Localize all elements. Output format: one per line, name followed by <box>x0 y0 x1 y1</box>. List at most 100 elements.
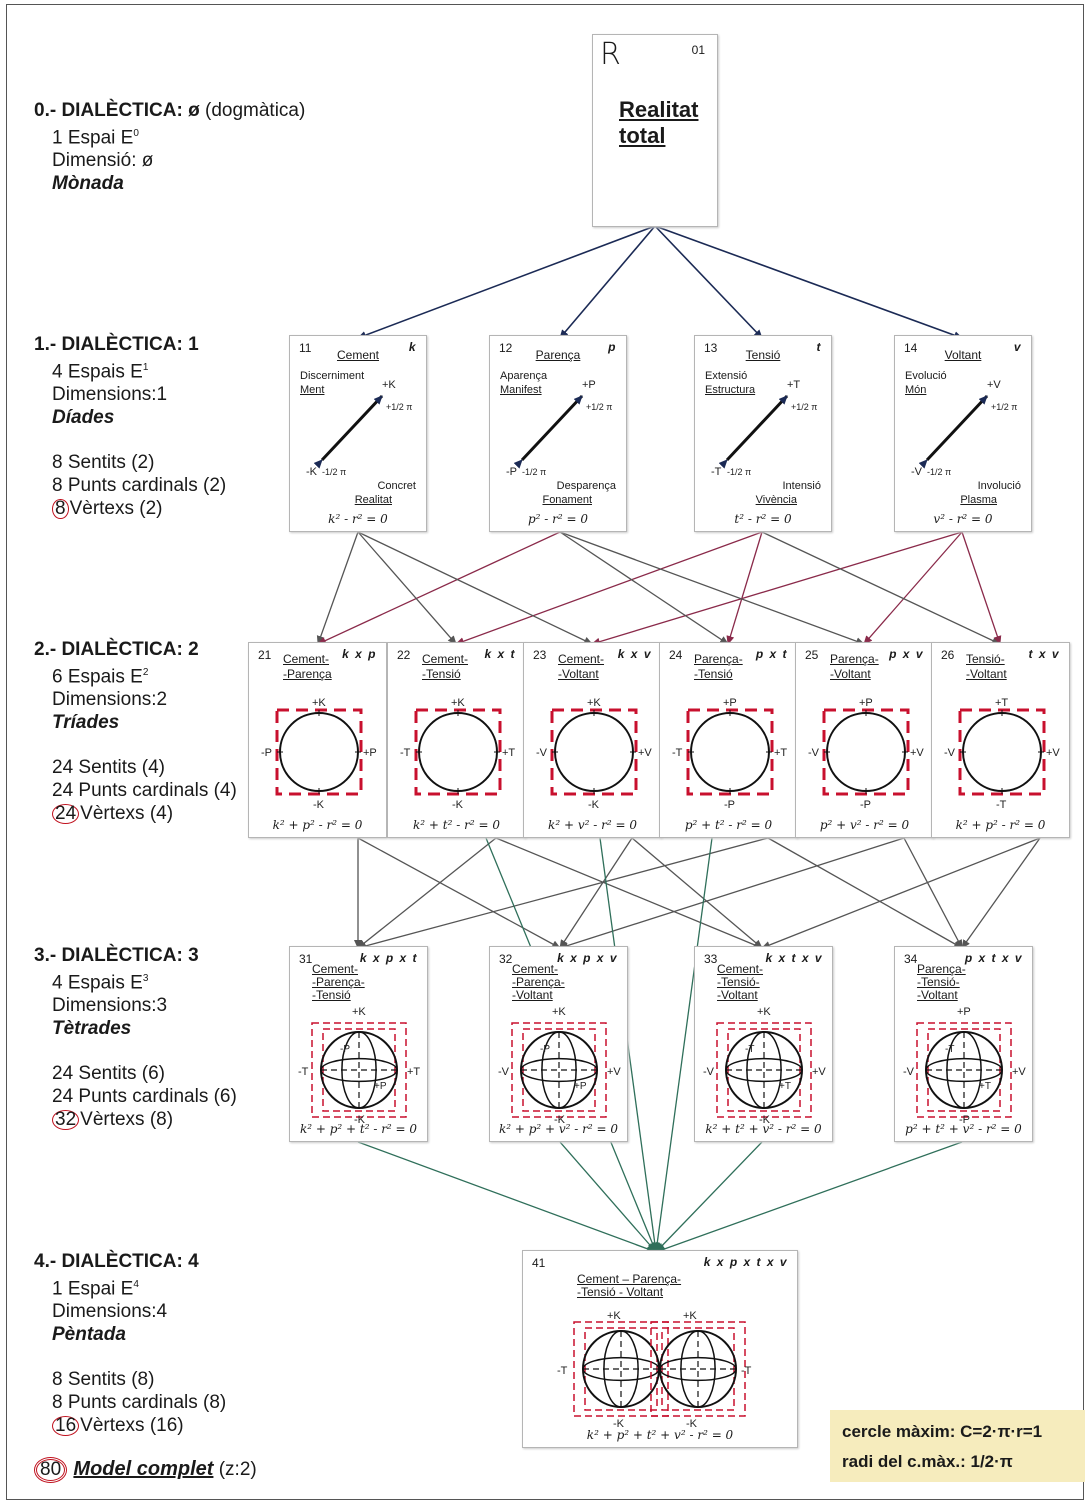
root-card: R 01 Realitat total <box>592 34 718 227</box>
card-title-3: -Voltant <box>717 988 758 1002</box>
vertex-count-circle: 16 <box>52 1416 80 1437</box>
card-tag: k x v <box>617 647 652 661</box>
level-2-text: 2.- DIALÈCTICA: 2 6 Espais E2 Dimensions… <box>34 638 237 825</box>
card-top-label-1: Evolució <box>905 370 947 382</box>
card-equation: k² + t² - r² = 0 <box>413 818 500 832</box>
card-number: 14 <box>904 341 918 355</box>
legend-line1: cercle màxim: C=2·π·r=1 <box>842 1422 1043 1441</box>
card-title-2: -Parença <box>283 667 332 681</box>
level-spaces-exponent: 4 <box>133 1279 139 1290</box>
card-title-1: Tensió- <box>966 652 1005 666</box>
triad-right-label: +T <box>502 747 515 759</box>
card-title-1: Cement – Parença- <box>577 1272 682 1286</box>
triad-left-label: -V <box>808 747 820 759</box>
card-equation: k² - r² = 0 <box>328 512 388 526</box>
tetrad-top-label: +K <box>757 1006 771 1018</box>
level-4-text: 4.- DIALÈCTICA: 4 1 Espai E4 Dimensions:… <box>34 1250 257 1484</box>
tetrad-top-label: +K <box>552 1006 566 1018</box>
triad-bottom-label: -P <box>724 799 735 811</box>
triad-top-label: +P <box>859 697 873 709</box>
tetrad-right-label: +V <box>812 1066 826 1078</box>
card-title-2: -Parença- <box>312 975 365 989</box>
level-1-text: 1.- DIALÈCTICA: 1 4 Espais E1 Dimensions… <box>34 333 226 520</box>
card-number: 13 <box>704 341 718 355</box>
level-heading: 3.- DIALÈCTICA: 3 <box>34 945 199 966</box>
card-equation: k² + p² + t² + v² - r² = 0 <box>586 1428 734 1442</box>
triad-top-label: +K <box>312 697 326 709</box>
card-title-2: -Tensió <box>694 667 733 681</box>
triad-right-label: +V <box>910 747 924 759</box>
level-spaces: 1 Espai E <box>52 127 134 149</box>
level-dimension: Dimensions:4 <box>52 1301 168 1323</box>
level-spaces-exponent: 2 <box>142 667 149 678</box>
level-punts: 8 Punts cardinals (2) <box>52 475 227 497</box>
triad-right-label: +V <box>1046 747 1060 759</box>
card-equation: k² + v² - r² = 0 <box>548 818 637 832</box>
model-count-circle: 80 <box>34 1457 68 1484</box>
triad-diagram: +K-K-T+T <box>400 697 515 811</box>
card-tag: k x p <box>342 647 377 661</box>
card-title: Voltant <box>944 348 982 362</box>
card-tag: t <box>816 340 822 354</box>
card-equation: k² + p² + v² - r² = 0 <box>498 1122 619 1136</box>
level-heading-note: (dogmàtica) <box>205 100 306 121</box>
card-tag: k x t <box>484 647 516 661</box>
tetrad-bottom-label: -K <box>554 1114 566 1126</box>
card-title-1: Cement- <box>717 962 764 976</box>
card-bottom-label-1: Involució <box>977 480 1021 492</box>
tetrad-top-label: +K <box>352 1006 366 1018</box>
card-top-label-2: Món <box>905 384 927 396</box>
card-equation: k² + p² - r² = 0 <box>272 818 363 832</box>
level-name: Tríades <box>52 712 120 734</box>
card-number: 34 <box>904 952 918 966</box>
card-title-1: Cement- <box>312 962 359 976</box>
vertex-count-circle: 8 <box>52 499 69 520</box>
level-dimension: Dimensions:2 <box>52 689 168 711</box>
card-equation: k² + t² + v² - r² = 0 <box>705 1122 822 1136</box>
tetrad-diagram: +K-K-V+V-T+T <box>703 1006 826 1126</box>
card-title-2: -Voltant <box>966 667 1007 681</box>
level-punts: 24 Punts cardinals (4) <box>52 780 237 802</box>
level-heading: 4.- DIALÈCTICA: 4 <box>34 1251 199 1272</box>
card-title-3: -Tensió <box>312 988 351 1002</box>
level-name: Mònada <box>52 173 124 195</box>
card-bottom-label-1: Concret <box>377 480 416 492</box>
pentad-diagram: +K+K-K-K-T-T <box>557 1310 752 1430</box>
vertex-count-circle: 24 <box>52 804 80 825</box>
triad-bottom-label: -K <box>313 799 325 811</box>
card-number: 24 <box>669 648 683 662</box>
card-equation: p² - r² = 0 <box>527 512 589 526</box>
triad-right-label: +V <box>638 747 652 759</box>
card-top-label-1: Aparença <box>500 370 548 382</box>
triad-top-label: +P <box>723 697 737 709</box>
dyad-neg-label: -K <box>306 466 318 478</box>
card-title-1: Parença- <box>694 652 743 666</box>
card-title-2: -Tensió- <box>917 975 960 989</box>
card-title-2: -Tensió- <box>717 975 760 989</box>
triad-diagram: +P-P-T+T <box>672 697 787 811</box>
card-title: Cement <box>336 348 380 362</box>
root-title-line2: total <box>619 123 666 148</box>
tetrad-right-label: +V <box>1012 1066 1026 1078</box>
pentad-right-label: -T <box>741 1365 752 1377</box>
tetrad-bottom-label: -P <box>959 1114 970 1126</box>
tetrad-top-label: +P <box>957 1006 971 1018</box>
pentad-top-right-label: +K <box>683 1310 697 1322</box>
card-number: 31 <box>299 952 313 966</box>
triad-top-label: +K <box>451 697 465 709</box>
card-bottom-label-2: Vivència <box>755 494 797 506</box>
tetrad-diagram: +K-K-T+T-P+P <box>298 1006 420 1126</box>
vertex-count-circle: 32 <box>52 1110 80 1131</box>
tetrad-diagram: +P-P-V+V-T+T <box>903 1006 1026 1126</box>
card-number: 23 <box>533 648 547 662</box>
card-title-1: Cement- <box>558 652 605 666</box>
card-tag: v <box>1013 340 1022 354</box>
level-vertex: Vèrtexs (16) <box>80 1415 184 1437</box>
page-frame <box>6 4 1084 1500</box>
level-heading: 0.- DIALÈCTICA: ø <box>34 100 200 121</box>
